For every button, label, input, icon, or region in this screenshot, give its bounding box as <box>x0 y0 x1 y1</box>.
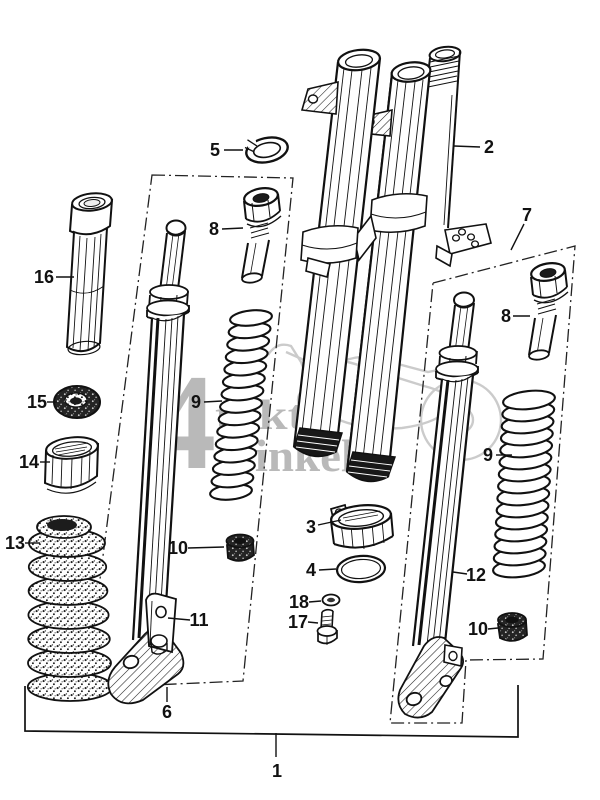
callout-leader-18 <box>308 600 322 603</box>
callout-number-12: 12 <box>466 565 486 585</box>
callout-leader-8 <box>221 227 244 230</box>
callout-number-18: 18 <box>289 592 309 612</box>
damper-rod-mid <box>159 219 187 292</box>
tube-thread-band <box>293 427 343 458</box>
bushing-10-mid <box>225 533 255 562</box>
spring-seat-3 <box>329 503 394 550</box>
tube-thread-band <box>346 451 397 483</box>
callout-number-9: 9 <box>191 392 201 412</box>
lock-washer-5 <box>244 136 289 164</box>
cover-pipe-16 <box>65 192 114 356</box>
damper-rod-right <box>448 291 475 354</box>
callout-leader-10 <box>487 627 499 630</box>
o-ring-4 <box>335 554 387 584</box>
rubber-boot-13 <box>26 515 114 702</box>
callout-number-7: 7 <box>522 205 532 225</box>
callout-number-11: 11 <box>189 610 208 630</box>
callout-number-10: 10 <box>468 619 488 639</box>
bridge-lug <box>435 244 453 268</box>
callout-leader-17 <box>307 621 319 624</box>
lower-fork-bridge <box>300 192 492 279</box>
callout-leader-9 <box>203 400 223 403</box>
steering-stem <box>423 45 462 229</box>
callout-number-8: 8 <box>209 219 219 239</box>
callout-leader-3 <box>317 519 342 526</box>
callout-number-13: 13 <box>5 533 25 553</box>
callout-number-15: 15 <box>27 392 47 412</box>
bushing-10-right <box>496 612 528 642</box>
assembly-bracket-1 <box>24 685 519 738</box>
callout-leader-11 <box>167 617 191 621</box>
callout-leader-4 <box>318 568 337 571</box>
washer-18 <box>321 593 341 607</box>
bottom-case-12 <box>397 374 475 719</box>
fork-bolt-8-right <box>528 262 569 361</box>
callout-number-14: 14 <box>19 452 39 472</box>
seat-cup-14 <box>43 436 100 494</box>
drain-bolt-17 <box>316 608 338 645</box>
callout-number-16: 16 <box>34 267 54 287</box>
callout-number-5: 5 <box>210 140 220 160</box>
callout-leader-12 <box>452 571 468 575</box>
group-box-6 <box>85 174 294 689</box>
callout-number-8: 8 <box>501 306 511 326</box>
cushion-spring-9-mid <box>209 309 273 501</box>
lock-nut-right <box>435 345 479 382</box>
callout-leader-10 <box>187 546 225 549</box>
callout-number-4: 4 <box>306 560 316 580</box>
oil-seal-15 <box>53 385 101 419</box>
bridge-stop-tab <box>305 256 331 279</box>
fork-pipe-assembly-2 <box>292 45 492 483</box>
cushion-spring-9-right <box>492 389 556 579</box>
callout-number-10: 10 <box>168 538 188 558</box>
group-box-7 <box>389 245 576 724</box>
callout-number-9: 9 <box>483 445 493 465</box>
fork-bolt-8-mid <box>241 187 282 284</box>
callout-number-17: 17 <box>288 612 308 632</box>
tube-ear <box>300 80 339 115</box>
callout-leader-7 <box>510 223 525 251</box>
callout-number-2: 2 <box>484 137 494 157</box>
bottom-case-11 <box>107 313 186 705</box>
callout-number-3: 3 <box>306 517 316 537</box>
callout-number-1: 1 <box>272 761 282 781</box>
callout-number-6: 6 <box>162 702 172 722</box>
callout-leader-2 <box>453 145 481 148</box>
